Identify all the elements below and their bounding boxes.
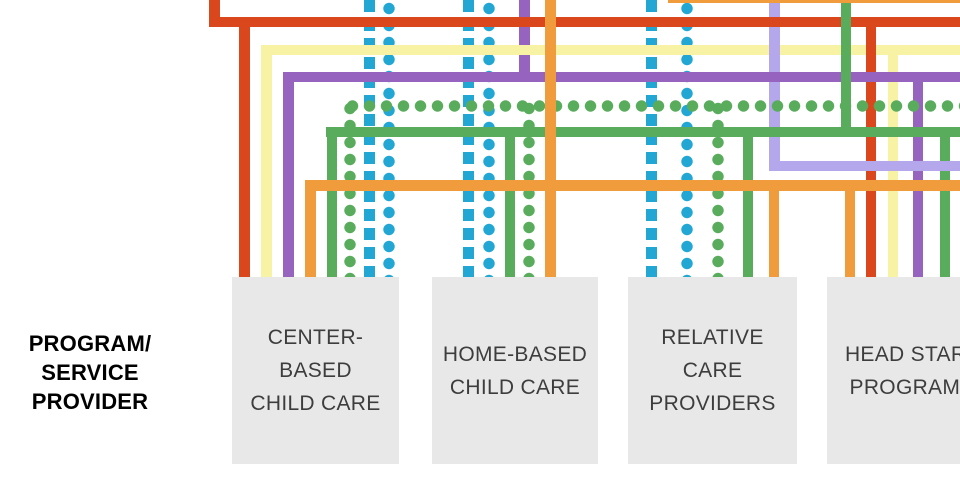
blue-dashed-line-3-vertical: [646, 0, 657, 277]
red-vertical-box4: [866, 17, 876, 277]
program-service-provider-label: PROGRAM/ SERVICE PROVIDER: [8, 329, 172, 416]
label-line-3: PROVIDER: [31, 389, 149, 414]
red-vertical-box1: [239, 17, 250, 277]
lavender-horizontal: [769, 161, 960, 171]
red-horizontal: [209, 17, 960, 27]
purple-horizontal: [283, 72, 960, 82]
orange-vertical-box4: [845, 180, 855, 277]
green-vertical-box2: [505, 127, 515, 277]
orange-source-vertical: [545, 0, 556, 277]
orange-vertical-box1: [305, 180, 316, 277]
orange-vertical-box3: [769, 180, 779, 277]
yellow-vertical-box1: [261, 45, 272, 277]
purple-vertical-box1: [283, 72, 294, 277]
orange-top-edge: [668, 0, 960, 3]
green-vertical-box3: [743, 127, 753, 277]
green-vertical-box1: [327, 127, 337, 277]
lavender-vertical: [769, 0, 780, 171]
blue-dotted-line-3-vertical: [681, 0, 693, 277]
green-dotted-horizontal: [344, 100, 960, 112]
blue-dotted-line-2-vertical: [483, 0, 495, 277]
label-line-1: PROGRAM/: [28, 331, 152, 356]
blue-dashed-line-1-vertical: [364, 0, 375, 277]
provider-box-head-start-programs: HEAD STARTPROGRAMS: [827, 277, 960, 464]
green-horizontal: [326, 127, 960, 137]
blue-dotted-line-1-vertical: [383, 0, 395, 277]
label-line-2: SERVICE: [41, 360, 139, 385]
green-source-vertical: [841, 0, 851, 137]
red-source-vertical: [209, 0, 220, 27]
purple-vertical-box4: [913, 72, 923, 277]
yellow-horizontal: [261, 45, 960, 55]
provider-box-label: HEAD STARTPROGRAMS: [844, 342, 960, 399]
blue-dashed-line-2-vertical: [463, 0, 474, 277]
orange-horizontal: [305, 180, 960, 191]
green-vertical-box4: [940, 127, 950, 277]
purple-source-vertical: [519, 0, 530, 82]
